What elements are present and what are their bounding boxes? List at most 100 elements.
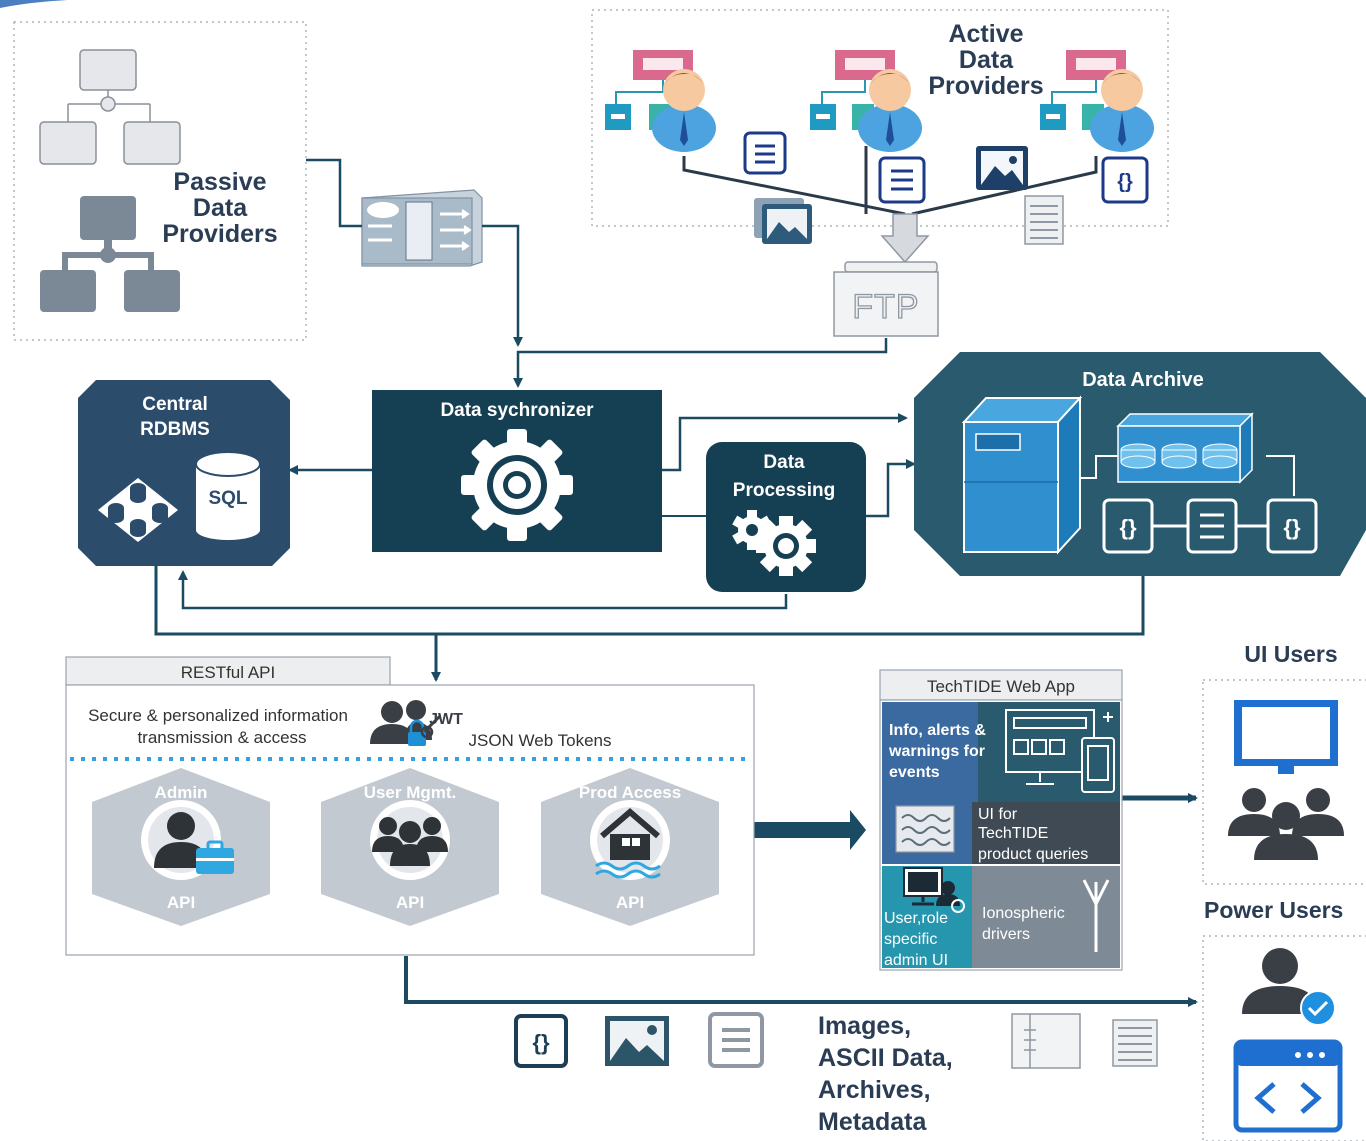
svg-text:{}: {} — [1119, 515, 1137, 540]
active-title-3: Providers — [928, 72, 1043, 100]
user-mgmt-api-hex: User Mgmt. API — [321, 768, 499, 926]
antenna-icon — [1082, 879, 1110, 952]
central-rdbms-node: Central RDBMS SQL — [78, 380, 290, 566]
ui-users-panel: UI Users — [1202, 641, 1366, 885]
admin-api-hex: Admin API — [92, 768, 270, 926]
passive-title-2: Data — [193, 194, 248, 222]
download-arrow-icon — [880, 213, 930, 264]
rest-tab-label: RESTful API — [181, 663, 275, 682]
admin-workstation-icon — [903, 867, 965, 913]
verified-user-icon — [1242, 948, 1336, 1026]
jwt-caption: JSON Web Tokens — [469, 731, 612, 750]
gear-icon — [461, 429, 573, 541]
ftp-label: FTP — [852, 288, 919, 326]
processing-title-1: Data — [763, 452, 805, 473]
outputs-line-2: ASCII Data, — [818, 1044, 953, 1072]
sql-label: SQL — [208, 488, 247, 509]
user-mgmt-api-title: User Mgmt. — [364, 783, 457, 802]
images-stack-icon — [754, 198, 812, 244]
outputs-line-4: Metadata — [818, 1108, 927, 1136]
secure-text-1: Secure & personalized information — [88, 706, 348, 725]
svg-text:{}: {} — [1283, 515, 1301, 540]
webapp-iono-2: drivers — [982, 926, 1030, 943]
passive-providers-panel: Passive Data Providers — [13, 21, 307, 341]
json-file-icon: {} — [1266, 498, 1318, 554]
provider-person-icon — [810, 50, 922, 152]
prod-access-api-hex: Prod Access API — [541, 768, 719, 926]
users-group-icon — [372, 817, 448, 866]
secure-text-2: transmission & access — [137, 728, 306, 747]
restful-api-panel: RESTful API Secure & personalized inform… — [65, 656, 755, 956]
wave-chart-icon — [895, 805, 955, 853]
hierarchy-light-icon — [39, 49, 181, 165]
user-mgmt-api-sub: API — [396, 893, 424, 912]
corner-decoration — [0, 0, 150, 8]
data-archive-node: Data Archive {} — [914, 352, 1366, 576]
sql-database-icon: SQL — [195, 451, 261, 540]
provider-person-icon — [1040, 50, 1154, 152]
document-icon — [878, 156, 926, 204]
ui-users-title: UI Users — [1244, 641, 1337, 667]
house-flood-icon — [595, 808, 661, 879]
archive-connectors — [1080, 455, 1295, 496]
active-title-1: Active — [948, 20, 1023, 48]
webapp-panel: TechTIDE Web App Info, alerts & warnings… — [879, 669, 1123, 971]
webapp-info-3: events — [889, 764, 940, 781]
jwt-label: JWT — [429, 711, 463, 728]
webapp-admin-3: admin UI — [884, 952, 948, 969]
webapp-tab-label: TechTIDE Web App — [927, 677, 1075, 696]
passive-title-3: Providers — [162, 220, 277, 248]
webapp-ui-3: product queries — [978, 846, 1088, 863]
users-audience-icon — [1228, 788, 1344, 860]
svg-text:{}: {} — [532, 1030, 550, 1055]
database-network-icon — [98, 478, 178, 542]
data-synchronizer-node: Data sychronizer — [372, 390, 662, 552]
passive-title-1: Passive — [173, 168, 266, 196]
power-users-title: Power Users — [1204, 897, 1343, 923]
monitor-icon — [1234, 700, 1338, 774]
svg-text:{}: {} — [1117, 171, 1133, 193]
active-providers-panel: Active Data Providers — [591, 9, 1169, 337]
flow-connectors — [154, 158, 1198, 1007]
prod-access-api-title: Prod Access — [579, 783, 681, 802]
processing-title-2: Processing — [733, 480, 835, 501]
webapp-admin-1: User,role — [884, 910, 948, 927]
prod-access-api-sub: API — [616, 893, 644, 912]
hierarchy-dark-icon — [40, 196, 180, 312]
output-files: {} Images, ASCII Data, Archives, Metadat… — [514, 1012, 1158, 1136]
json-file-icon: {} — [514, 1014, 568, 1068]
webapp-info-1: Info, alerts & — [889, 722, 986, 739]
server-icon — [961, 395, 1083, 555]
webapp-ui-2: TechTIDE — [978, 825, 1048, 842]
rdbms-title-2: RDBMS — [140, 419, 210, 440]
storage-array-icon — [1116, 412, 1254, 484]
archive-file-icon — [1112, 1019, 1158, 1067]
webapp-iono-1: Ionospheric — [982, 905, 1065, 922]
outputs-line-3: Archives, — [818, 1076, 931, 1104]
ftp-icon: FTP — [833, 261, 939, 337]
code-window-icon — [1233, 1039, 1343, 1133]
jwt-users-key-icon — [370, 700, 442, 746]
json-file-icon: {} — [1101, 156, 1149, 204]
archive-file-icon — [1024, 195, 1064, 245]
provider-person-icon — [605, 50, 716, 152]
webapp-admin-2: specific — [884, 931, 937, 948]
outputs-line-1: Images, — [818, 1012, 911, 1040]
admin-api-sub: API — [167, 893, 195, 912]
api-to-webapp-arrow — [740, 810, 866, 850]
webapp-ui-section — [972, 802, 1120, 864]
power-users-panel: Power Users — [1202, 897, 1366, 1141]
image-icon — [976, 146, 1028, 190]
admin-user-icon — [154, 812, 234, 874]
webapp-info-2: warnings for — [888, 743, 985, 760]
archive-title: Data Archive — [1082, 369, 1204, 391]
data-processing-node: Data Processing — [706, 442, 866, 592]
active-title-2: Data — [959, 46, 1014, 74]
archive-folder-icon — [1011, 1013, 1081, 1069]
webapp-ui-1: UI for — [978, 806, 1018, 823]
multi-device-icon — [1005, 709, 1115, 793]
provider-connector-lines — [682, 146, 1098, 216]
document-icon — [708, 1012, 764, 1068]
sync-title: Data sychronizer — [440, 400, 594, 421]
